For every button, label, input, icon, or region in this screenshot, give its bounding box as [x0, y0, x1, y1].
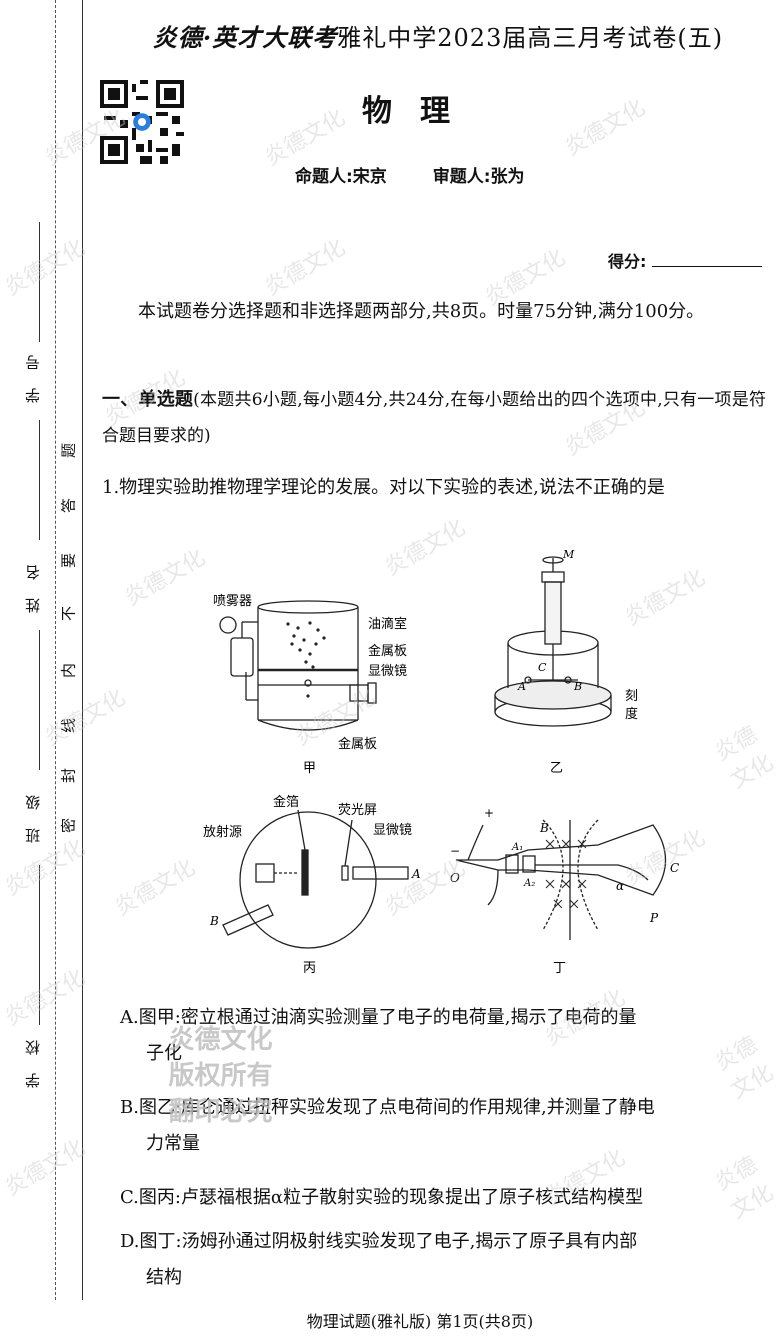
ding-label-alpha: α [616, 879, 624, 893]
option-b: B.图乙:库仑通过扭秤实验发现了点电荷间的作用规律,并测量了静电 力常量 [120, 1090, 766, 1162]
student-id-line [39, 222, 40, 342]
setter: 命题人:宋京 [295, 167, 387, 187]
option-c: C.图丙:卢瑟福根据α粒子散射实验的现象提出了原子核式结构模型 [120, 1180, 766, 1216]
watermark-text: 炎德文化 [0, 1135, 90, 1201]
seal-char: 线 [59, 718, 78, 734]
jia-label-plate: 金属板 [368, 643, 407, 659]
option-d-cont: 结构 [146, 1267, 182, 1288]
binding-rule [82, 0, 83, 1300]
ding-label-p: P [649, 911, 659, 925]
yi-label-c: C [538, 661, 547, 674]
ding-caption: 丁 [553, 961, 566, 976]
oil-drops [286, 621, 326, 698]
copyright-stamp: 炎德文化 版权所有 翻印必究 [148, 1022, 293, 1130]
yi-caption: 乙 [550, 761, 563, 776]
yi-label-a: A [517, 680, 526, 693]
ding-label-a1: A₁ [511, 842, 523, 853]
section-heading: 一、单选题(本题共6小题,每小题4分,共24分,在每小题给出的四个选项中,只有一… [102, 382, 766, 454]
option-c-letter: C. [120, 1187, 139, 1208]
school-line [39, 865, 40, 1025]
subject-title: 物理 [362, 94, 478, 129]
jia-label-microscope: 显微镜 [368, 664, 407, 679]
option-a-letter: A. [120, 1007, 139, 1028]
seal-char: 内 [59, 663, 78, 679]
figure-ding [455, 819, 666, 940]
bing-label-source: 放射源 [203, 824, 242, 840]
option-d-letter: D. [120, 1231, 140, 1252]
question-stem: 1.物理实验助推物理学理论的发展。对以下实验的表述,说法不正确的是 [102, 477, 665, 498]
section-note: (本题共6小题,每小题4分,共24分,在每小题给出的四个选项中,只有一项是符合题… [102, 390, 766, 446]
ding-label-plus: + [484, 806, 494, 820]
seal-char: 密 [59, 818, 78, 834]
experiment-figures: 喷雾器 油滴室 金属板 显微镜 金属板 甲 M C A B 刻 度 乙 金箔 荧… [203, 548, 679, 976]
stamp-line-1: 炎德文化 [168, 1025, 273, 1055]
bing-label-microscope: 显微镜 [373, 823, 412, 838]
yi-label-scale1: 刻 [625, 689, 638, 704]
option-d: D.图丁:汤姆孙通过阴极射线实验发现了电子,揭示了原子具有内部 结构 [120, 1224, 766, 1296]
exam-brand: 炎德·英才大联考 [152, 23, 338, 52]
watermark-text: 炎德文化 [110, 855, 200, 921]
qr-code-icon [100, 80, 184, 164]
jia-label-sprayer: 喷雾器 [213, 594, 252, 609]
seal-char: 答 [59, 498, 78, 514]
bing-label-screen: 荧光屏 [338, 803, 377, 818]
exam-title: 雅礼中学2023届高三月考试卷(五) [337, 24, 724, 52]
option-a-cont: 子化 [146, 1043, 182, 1064]
authors: 命题人:宋京 审题人:张为 [295, 162, 565, 187]
yi-label-m: M [562, 548, 575, 561]
intro-text: 本试题卷分选择题和非选择题两部分,共8页。时量75分钟,满分100分。 [138, 301, 705, 322]
option-b-cont: 力常量 [146, 1133, 200, 1154]
class-line [39, 630, 40, 770]
ding-label-minus: − [450, 844, 460, 858]
bing-caption: 丙 [303, 961, 316, 976]
yi-label-scale2: 度 [625, 706, 638, 722]
ding-label-a2: A₂ [523, 878, 535, 889]
seal-char: 要 [59, 553, 78, 569]
watermark-text: 炎德文化 [711, 722, 778, 794]
ding-label-b: B [539, 821, 549, 835]
bing-label-foil: 金箔 [273, 794, 299, 810]
page-footer: 物理试题(雅礼版) 第1页(共8页) [306, 1312, 534, 1331]
option-c-text: 图丙:卢瑟福根据α粒子散射实验的现象提出了原子核式结构模型 [138, 1187, 644, 1208]
bing-label-b: B [209, 914, 219, 928]
seal-char: 封 [59, 768, 78, 784]
figure-bing [222, 809, 409, 949]
figure-yi [494, 556, 612, 727]
score-label: 得分: [608, 252, 647, 271]
jia-label-plate2: 金属板 [338, 736, 377, 752]
bing-label-a: A [411, 867, 421, 881]
watermark-text: 炎德文化 [120, 545, 210, 611]
class-label: 班 级 [24, 795, 42, 843]
jia-caption: 甲 [303, 761, 316, 776]
watermark-text: 炎德文化 [260, 235, 350, 301]
option-a-text: 图甲:密立根通过油滴实验测量了电子的电荷量,揭示了电荷的量 [138, 1007, 637, 1028]
student-id-label: 学 号 [24, 355, 42, 403]
stamp-line-3: 翻印必究 [168, 1097, 273, 1127]
seal-char: 题 [59, 443, 78, 459]
watermark-text: 炎德文化 [40, 685, 130, 751]
option-d-text: 图丁:汤姆孙通过阴极射线实验发现了电子,揭示了原子具有内部 [139, 1231, 638, 1252]
name-label: 姓 名 [24, 565, 42, 613]
option-b-text: 图乙:库仑通过扭秤实验发现了点电荷间的作用规律,并测量了静电 [138, 1097, 655, 1118]
name-line [39, 420, 40, 540]
ding-label-c: C [670, 861, 679, 875]
option-a: A.图甲:密立根通过油滴实验测量了电子的电荷量,揭示了电荷的量 子化 [120, 1000, 766, 1072]
binding-dashed-line [55, 0, 56, 1300]
ding-field-crosses [545, 839, 587, 909]
option-b-letter: B. [120, 1097, 139, 1118]
exam-header: 炎德·英才大联考雅礼中学2023届高三月考试卷(五) [98, 18, 778, 53]
stamp-line-2: 版权所有 [168, 1061, 273, 1091]
section-title: 一、单选题 [102, 389, 194, 410]
watermark-text: 炎德文化 [0, 235, 90, 301]
ding-label-o: O [450, 871, 460, 885]
yi-label-b: B [573, 680, 582, 693]
figure-jia [219, 600, 377, 731]
score-blank [652, 266, 762, 267]
reviewer: 审题人:张为 [432, 167, 525, 187]
seal-char: 不 [59, 606, 78, 622]
watermark-text: 炎德文化 [0, 965, 90, 1031]
school-label: 学 校 [24, 1040, 42, 1088]
jia-label-chamber: 油滴室 [368, 616, 407, 632]
